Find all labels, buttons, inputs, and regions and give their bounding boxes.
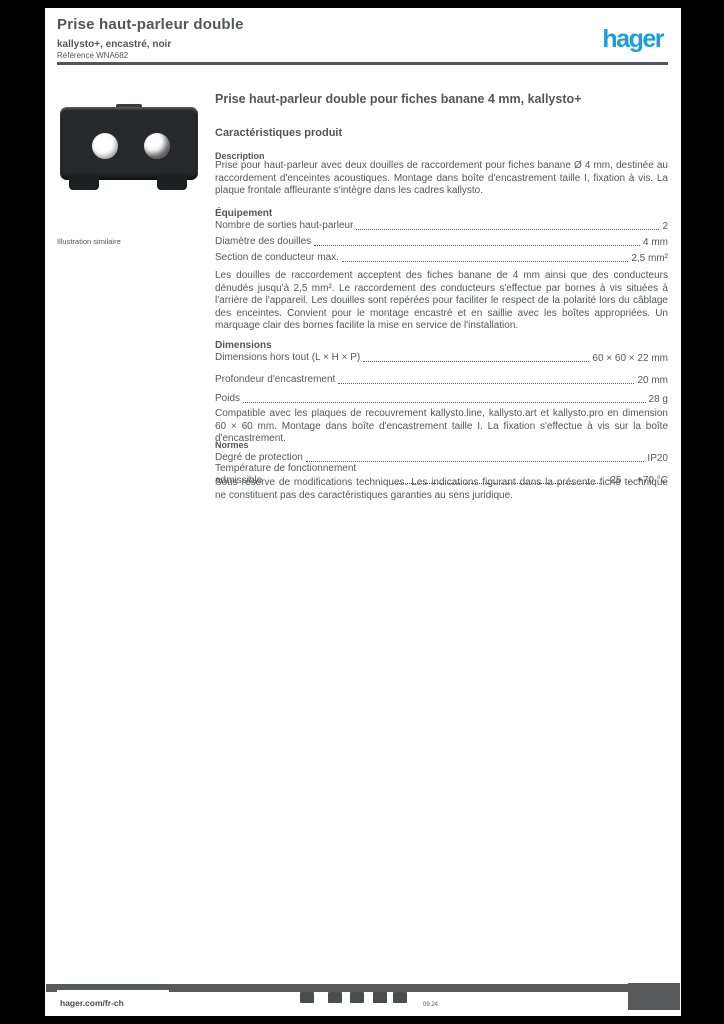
device-foot-left [69,174,99,190]
facebook-icon[interactable] [300,992,314,1003]
spec-value: -25 … +70 °C [607,475,668,486]
product-range-line: kallysto+, encastré, noir [57,39,172,50]
youtube-icon[interactable] [350,992,364,1003]
spec-label: Température de fonctionnement admissible [215,463,357,486]
equipment-paragraph: Les douilles de raccordement acceptent d… [215,270,668,332]
device-foot-right [157,174,187,190]
spec-label: Section de conducteur max. [215,252,339,263]
spec-label: Nombre de sorties haut-parleur [215,220,354,231]
spec-value: 2,5 mm² [631,252,668,264]
spec-row: Dimensions hors tout (L × H × P) 60 × 60… [215,352,668,364]
spec-row: Section de conducteur max. 2,5 mm² [215,252,668,264]
subtitle: Caractéristiques produit [215,127,343,139]
spec-row: Diamètre des douilles 4 mm [215,236,668,248]
spec-value: 28 g [648,393,668,405]
legal-note: Sous réserve de modifications techniques… [215,477,668,501]
speaker-socket-right [144,133,170,159]
product-name-heading: Prise haut-parleur double [57,16,244,33]
x-icon[interactable] [328,992,342,1003]
dimensions-paragraph: Compatible avec les plaques de recouvrem… [215,408,668,445]
header-divider [57,62,668,65]
datasheet-page: Prise haut-parleur double kallysto+, enc… [45,8,681,1016]
spec-label: Degré de protection [215,452,303,463]
spec-row: Degré de protection IP20 [215,452,668,464]
page-title: Prise haut-parleur double pour fiches ba… [215,92,582,106]
spec-row: Profondeur d'encastrement 20 mm [215,374,668,386]
product-photo [57,96,207,196]
website-link[interactable]: hager.com/fr-ch [57,990,169,1015]
spec-label: Diamètre des douilles [215,236,312,247]
spec-label: Dimensions hors tout (L × H × P) [215,352,361,363]
dot-leader [338,382,635,384]
spec-row: Température de fonctionnement admissible… [215,463,668,486]
spec-value: 4 mm [643,236,668,248]
dot-leader [305,460,645,462]
spec-label: Poids [215,393,241,404]
hager-logo: hager [602,25,664,53]
section-heading-description: Description [215,151,265,161]
spec-label: Profondeur d'encastrement [215,374,336,385]
spec-row: Poids 28 g [215,393,668,405]
page-number-block [628,983,680,1010]
section-heading-equipment: Équipement [215,208,273,219]
instagram-icon[interactable] [393,992,407,1003]
speaker-socket-left [92,133,118,159]
image-caption: Illustration similaire [57,237,121,246]
dot-leader [314,244,640,246]
spec-value: 20 mm [637,374,668,386]
device-body [60,107,198,180]
dot-leader [393,483,605,484]
dot-leader [341,260,629,262]
spec-value: 60 × 60 × 22 mm [592,352,668,364]
spec-value: IP20 [647,452,668,464]
product-reference-line: Référence WNA682 [57,51,129,60]
description-paragraph: Prise pour haut-parleur avec deux douill… [215,160,668,197]
linkedin-icon[interactable] [373,992,387,1003]
footer-date: 09.24 [423,1002,439,1008]
spec-value: 2 [662,220,668,232]
section-heading-dimensions: Dimensions [215,340,272,351]
spec-row: Nombre de sorties haut-parleur 2 [215,220,668,232]
dot-leader [356,228,660,230]
dot-leader [243,401,646,403]
footer-bar [46,984,628,992]
dot-leader [363,360,590,362]
section-heading-norms: Normes [215,440,249,450]
